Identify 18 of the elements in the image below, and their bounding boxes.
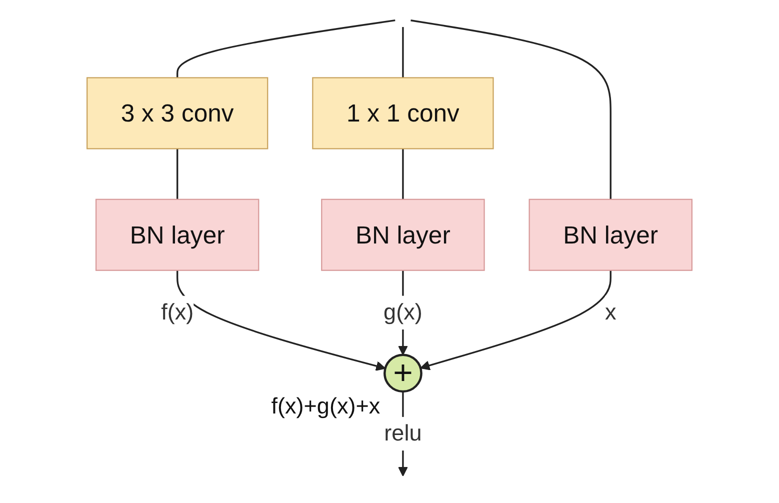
edge-label: g(x) (384, 300, 422, 325)
connector (176, 19, 396, 78)
node-caption: f(x)+g(x)+x (271, 393, 380, 418)
node-box (321, 198, 485, 271)
connector (176, 148, 178, 200)
node-box (95, 198, 260, 271)
edge-label: x (604, 300, 616, 325)
node-circle (384, 354, 422, 393)
edge-label: f(x) (161, 300, 194, 325)
connector (402, 27, 404, 78)
edge-label: relu (384, 421, 422, 446)
node-box (528, 198, 692, 271)
node-box (312, 77, 494, 150)
node-box (86, 77, 268, 150)
arrow (176, 270, 386, 371)
connector (410, 20, 612, 200)
connector (402, 148, 404, 200)
arrow (420, 270, 612, 370)
